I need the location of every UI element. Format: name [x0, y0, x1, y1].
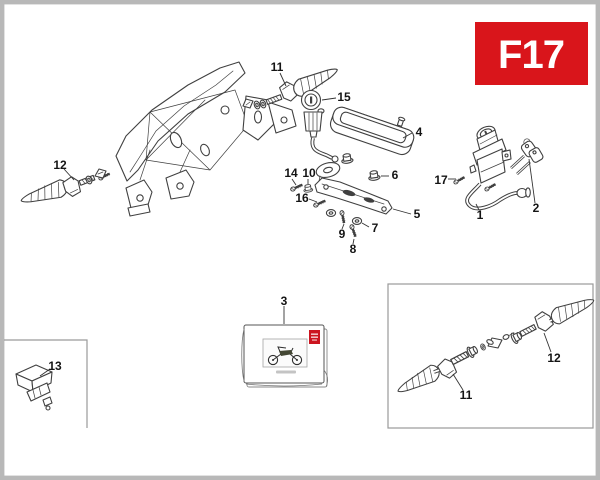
callout-7: 7 — [372, 221, 379, 235]
callouts: 12 11 15 4 6 14 10 16 5 9 7 8 17 1 2 13 … — [39, 60, 561, 402]
grommet-icon — [325, 209, 337, 217]
callout-13: 13 — [48, 359, 62, 373]
callout-12: 12 — [53, 158, 67, 172]
bulb-connector-parts — [479, 332, 515, 352]
headlight-fairing-bracket — [97, 61, 297, 217]
turn-signal-left — [18, 168, 107, 210]
cluster-screw-post-icon — [396, 116, 406, 127]
callout-15: 15 — [337, 90, 351, 104]
callout-2: 2 — [533, 201, 540, 215]
callout-3: 3 — [281, 294, 288, 308]
cover-caption-placeholder — [276, 370, 296, 374]
callout-1: 1 — [477, 208, 484, 222]
turn-signal-inset-left — [393, 343, 480, 400]
callout-6: 6 — [392, 168, 399, 182]
inset-box-relay — [4, 339, 88, 428]
figure-badge-background — [475, 22, 588, 85]
instrument-cluster — [329, 106, 415, 156]
cluster-mounting-nuts — [340, 152, 381, 182]
callout-11-inset: 11 — [460, 388, 473, 402]
grommet-7-icon — [351, 217, 363, 225]
callout-17: 17 — [434, 173, 448, 187]
screw-17b-icon — [483, 181, 498, 193]
callout-14: 14 — [284, 166, 298, 180]
callout-5: 5 — [414, 207, 421, 221]
cluster-bracket — [314, 162, 393, 215]
turn-signal-inset-right — [509, 292, 598, 345]
callout-4: 4 — [416, 125, 423, 139]
motorcycle-cover-image — [267, 346, 303, 366]
ignition-lock-cylinder — [300, 89, 339, 163]
callout-16: 16 — [295, 191, 309, 205]
screw-17-icon — [452, 174, 467, 186]
screw-16-icon — [311, 197, 328, 209]
ignition-switch-assembly — [452, 125, 531, 211]
turn-signal-top — [242, 61, 342, 111]
figure-code: F17 — [498, 33, 564, 77]
flasher-relay — [15, 364, 53, 411]
screw-9-icon — [338, 209, 348, 225]
callout-8: 8 — [350, 242, 357, 256]
callout-10: 10 — [302, 166, 316, 180]
inset-box-turn-signals — [387, 283, 594, 429]
callout-12-inset: 12 — [547, 351, 561, 365]
screw-8-icon — [348, 222, 359, 239]
callout-11: 11 — [271, 60, 284, 74]
key-set — [510, 138, 544, 175]
figure-badge: F17 — [475, 22, 588, 85]
owners-manual — [241, 324, 328, 388]
callout-9: 9 — [339, 227, 346, 241]
